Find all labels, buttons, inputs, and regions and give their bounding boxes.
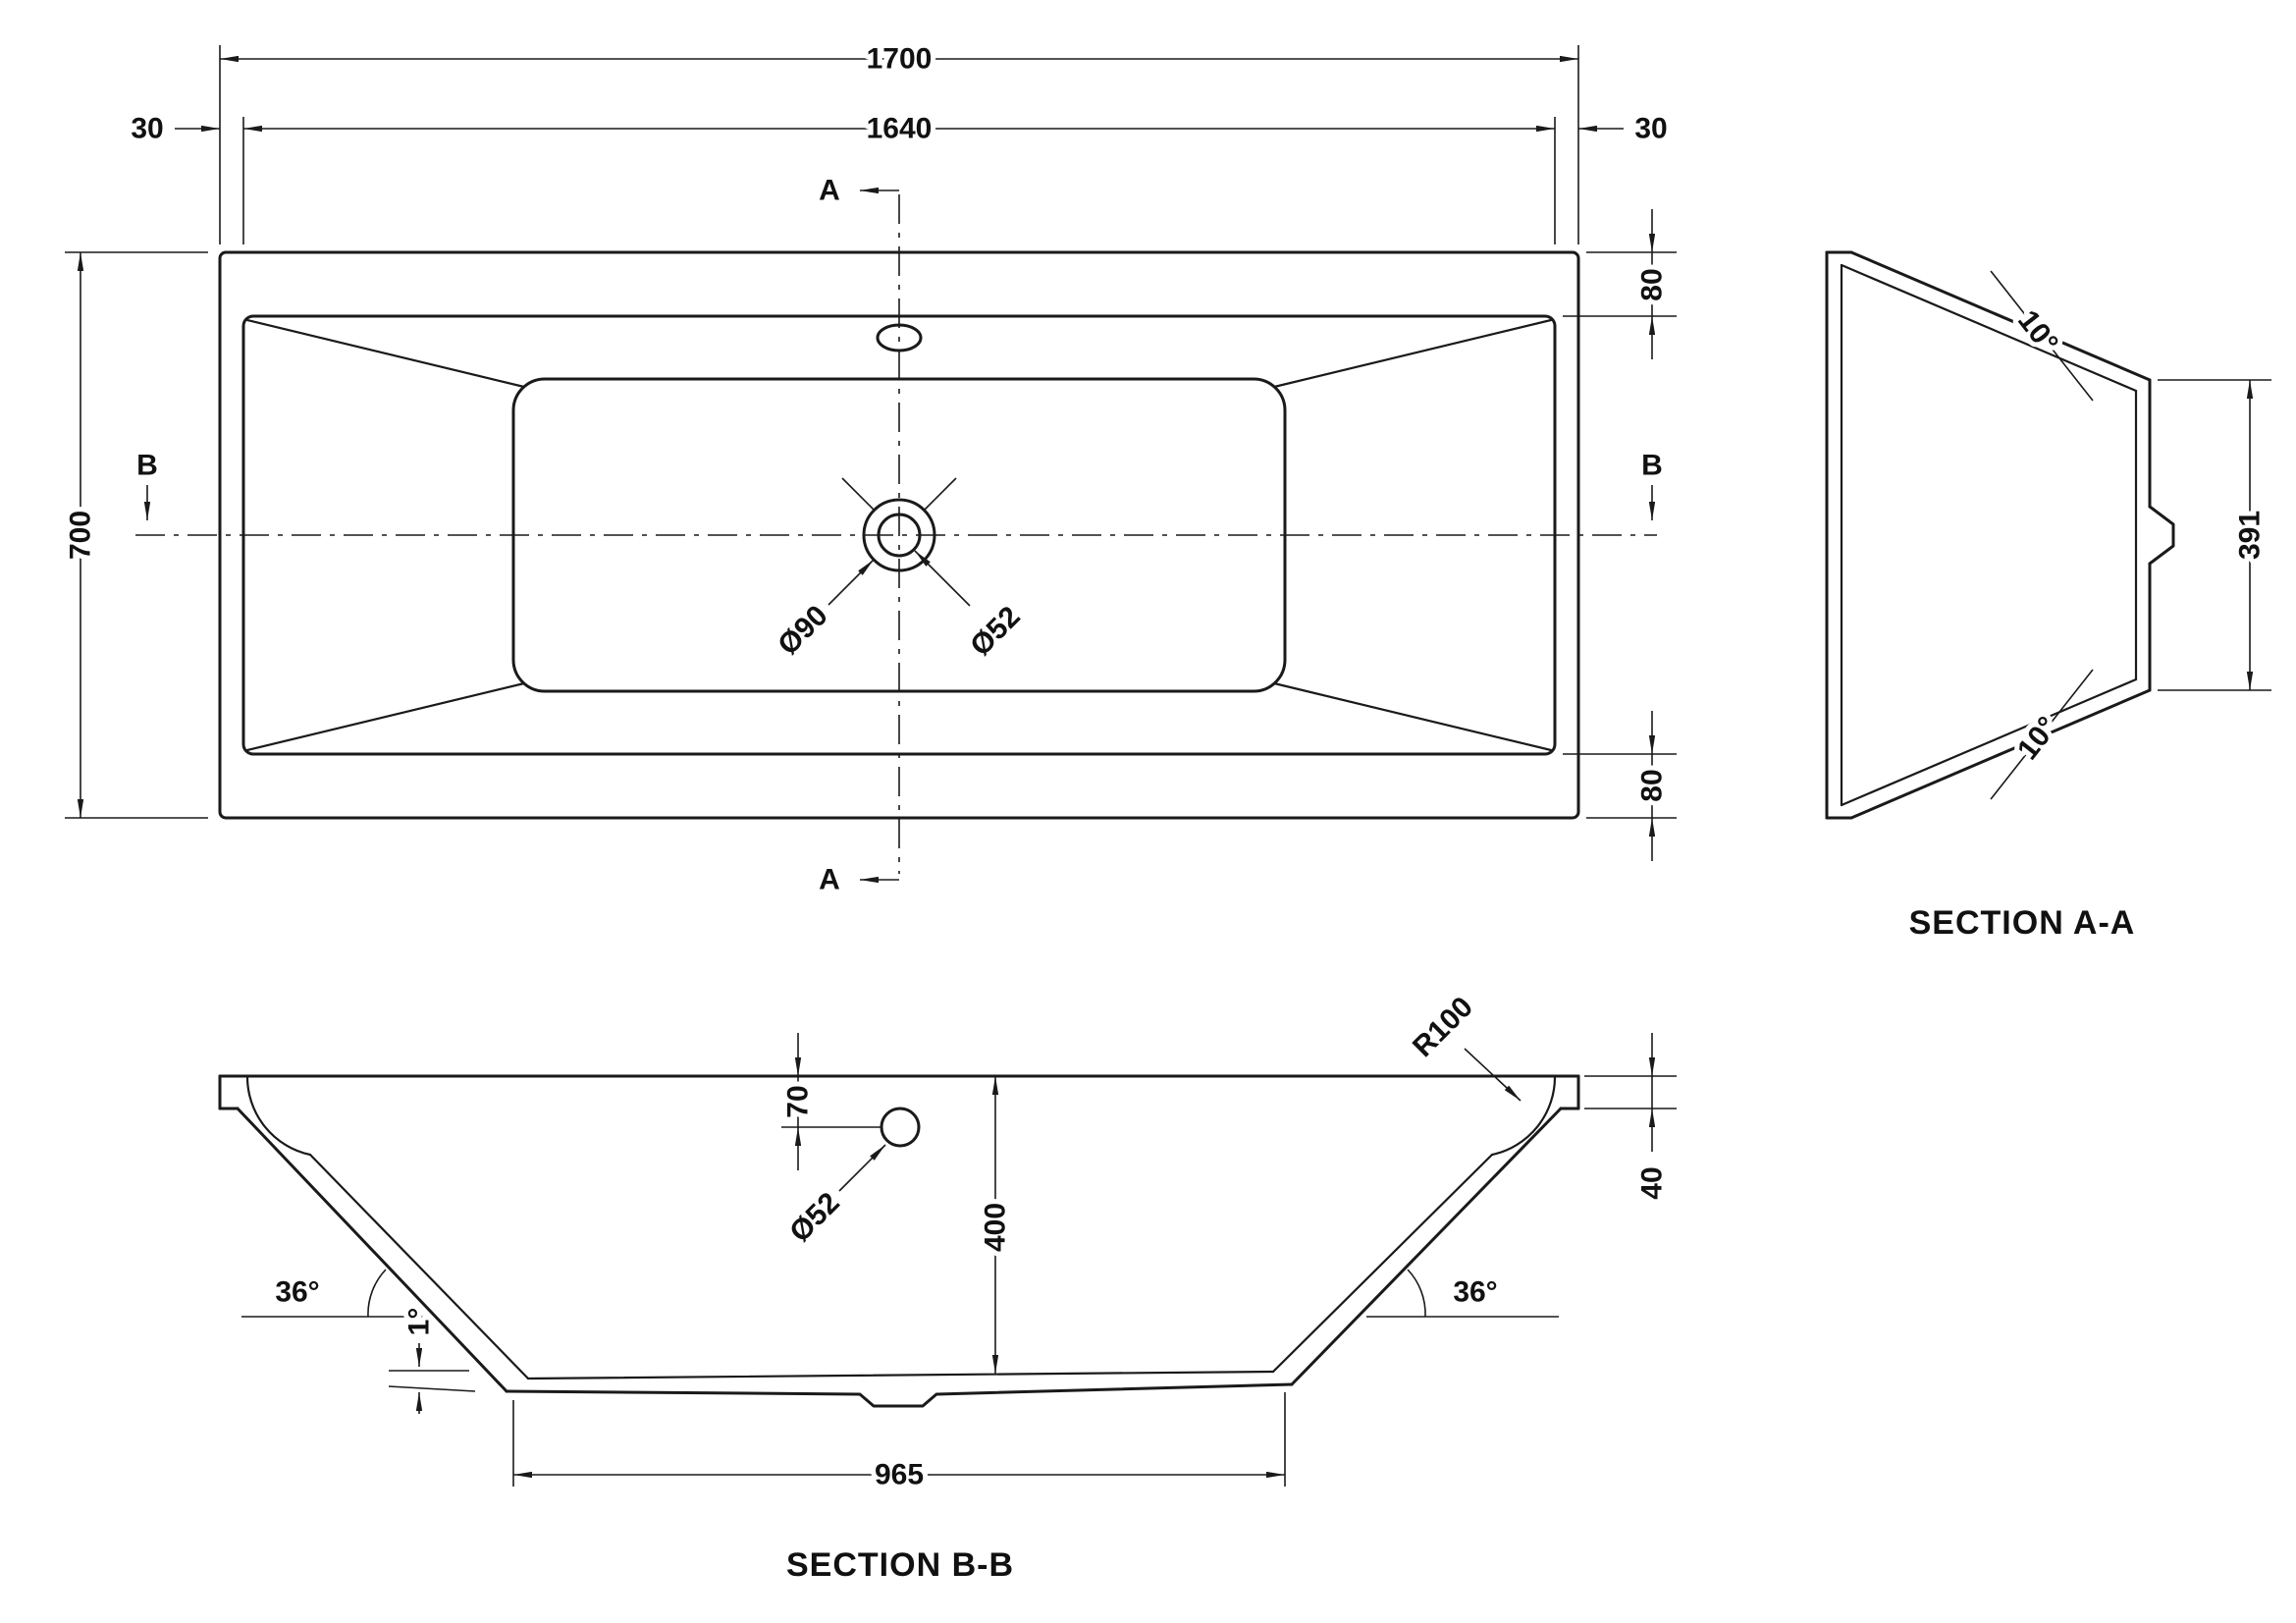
angle-36-left-label: 36°: [275, 1276, 319, 1309]
section-marker-a-top: A: [814, 170, 899, 212]
dim-1700: 1700: [219, 38, 1579, 244]
wall-corner-edges: [245, 318, 1553, 752]
section-bb-title: SECTION B-B: [786, 1546, 1014, 1584]
angle-36-right-label: 36°: [1453, 1276, 1497, 1309]
angle-1-label: 1°: [403, 1308, 436, 1336]
top-view: 1700 1640 30 30 700: [60, 38, 1677, 901]
dim-40-label: 40: [1636, 1166, 1669, 1199]
dim-700-label: 700: [65, 511, 97, 560]
section-b-left-label: B: [136, 450, 158, 482]
dim-80-top: 80: [1563, 209, 1677, 359]
dim-400: 400: [975, 1076, 1017, 1374]
callout-r100: R100: [1402, 986, 1522, 1102]
drain-dia52-label: Ø52: [964, 600, 1026, 662]
dim-1640: 1640: [242, 108, 1556, 244]
left-wall-inner: [245, 1074, 530, 1380]
dim-965: 965: [512, 1392, 1286, 1496]
dim-80-bottom-label: 80: [1636, 769, 1669, 801]
angle-1-floor: 1°: [388, 1303, 476, 1414]
angle-36-left: 36°: [241, 1269, 430, 1318]
right-wall-inner: [1271, 1074, 1557, 1374]
angle-10-top-label: 10°: [2011, 304, 2064, 359]
dim-965-label: 965: [875, 1459, 924, 1491]
dim-400-label: 400: [980, 1203, 1012, 1252]
callout-drain-90: Ø90: [767, 559, 875, 667]
dim-30-right: 30: [1578, 108, 1673, 150]
angle-10-bottom-label: 10°: [2011, 711, 2064, 766]
dim-70-label: 70: [782, 1085, 815, 1117]
dim-80-top-label: 80: [1636, 268, 1669, 300]
dim-391-label: 391: [2234, 511, 2267, 560]
drain-dia90-label: Ø90: [772, 599, 833, 661]
dim-30-left-label: 30: [131, 113, 163, 145]
overflow-hole-section: [880, 1107, 921, 1148]
dim-70: 70: [777, 1033, 882, 1170]
section-bb-view: 70 Ø52 400 36° 36° 1°: [218, 986, 1677, 1589]
floor-with-drain-notch: [505, 1382, 1294, 1408]
dim-1700-label: 1700: [867, 43, 933, 76]
section-aa-title: SECTION A-A: [1909, 904, 2136, 942]
dim-80-bottom: 80: [1563, 711, 1677, 861]
dim-30-left: 30: [126, 108, 220, 150]
waste-boss: [2148, 505, 2175, 566]
section-aa-view: 10° 10° 391 SECTION A-A: [1825, 250, 2271, 947]
section-a-top-label: A: [819, 175, 840, 207]
angle-36-right: 36°: [1366, 1269, 1559, 1318]
callout-drain-52: Ø52: [914, 550, 1032, 668]
dim-700: 700: [60, 251, 208, 819]
section-b-right-label: B: [1641, 450, 1663, 482]
section-marker-b-left: B: [132, 445, 163, 520]
section-marker-a-bottom: A: [814, 859, 899, 901]
dim-391: 391: [2158, 379, 2271, 691]
section-bb-profile: [218, 1074, 1580, 1408]
callout-overflow-52: Ø52: [778, 1144, 886, 1254]
dim-1640-label: 1640: [867, 113, 933, 145]
overflow-dia52-label: Ø52: [783, 1186, 845, 1248]
dim-40: 40: [1584, 1033, 1677, 1205]
dim-30-right-label: 30: [1634, 113, 1667, 145]
section-marker-b-right: B: [1636, 445, 1668, 520]
section-aa-profile: [1825, 250, 2175, 820]
section-a-bottom-label: A: [819, 864, 840, 896]
